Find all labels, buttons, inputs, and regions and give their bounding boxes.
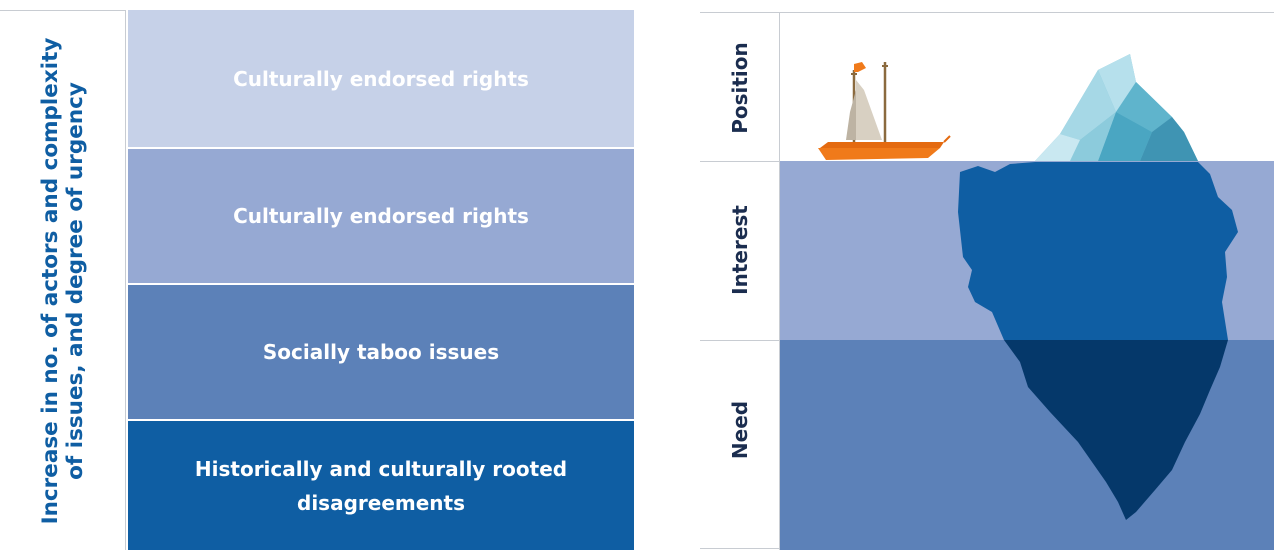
tier-axis: Increase in no. of actors and complexity… bbox=[0, 10, 126, 550]
tier-label: Culturally endorsed rights bbox=[233, 204, 529, 228]
boat-hull bbox=[818, 148, 940, 160]
axis-label: Increase in no. of actors and complexity… bbox=[38, 37, 88, 525]
bottom-divider bbox=[700, 548, 780, 549]
tier-diagram: Increase in no. of actors and complexity… bbox=[0, 0, 635, 550]
iceberg-tip bbox=[1035, 54, 1198, 161]
boat-sail bbox=[856, 80, 882, 140]
iceberg-illustration bbox=[780, 54, 1274, 550]
tier-label: Historically and culturally rooted disag… bbox=[194, 456, 568, 515]
boat-flag bbox=[854, 62, 866, 72]
axis-label-container: Increase in no. of actors and complexity… bbox=[8, 11, 118, 551]
tier-label: Socially taboo issues bbox=[262, 340, 500, 364]
iceberg-body bbox=[958, 162, 1238, 520]
sailboat bbox=[818, 62, 951, 160]
tier-label: Culturally endorsed rights bbox=[233, 66, 529, 91]
level-divider bbox=[700, 340, 780, 341]
level-label-interest: Interest bbox=[728, 205, 752, 295]
tier-culturally-endorsed-rights: Culturally endorsed rights bbox=[128, 149, 634, 283]
tier-historically-rooted-disagreements: Historically and culturally rooted disag… bbox=[128, 421, 634, 550]
top-divider bbox=[700, 12, 1274, 13]
level-label-need: Need bbox=[728, 400, 752, 460]
level-divider bbox=[700, 161, 780, 162]
level-label-position: Position bbox=[728, 42, 752, 134]
iceberg-diagram: Position Interest Need bbox=[700, 0, 1274, 550]
tier-socially-taboo-issues: Socially taboo issues bbox=[128, 285, 634, 419]
tier-culturally-endorsed-rights-top: Culturally endorsed rights bbox=[128, 10, 634, 147]
level-axis bbox=[700, 12, 780, 550]
